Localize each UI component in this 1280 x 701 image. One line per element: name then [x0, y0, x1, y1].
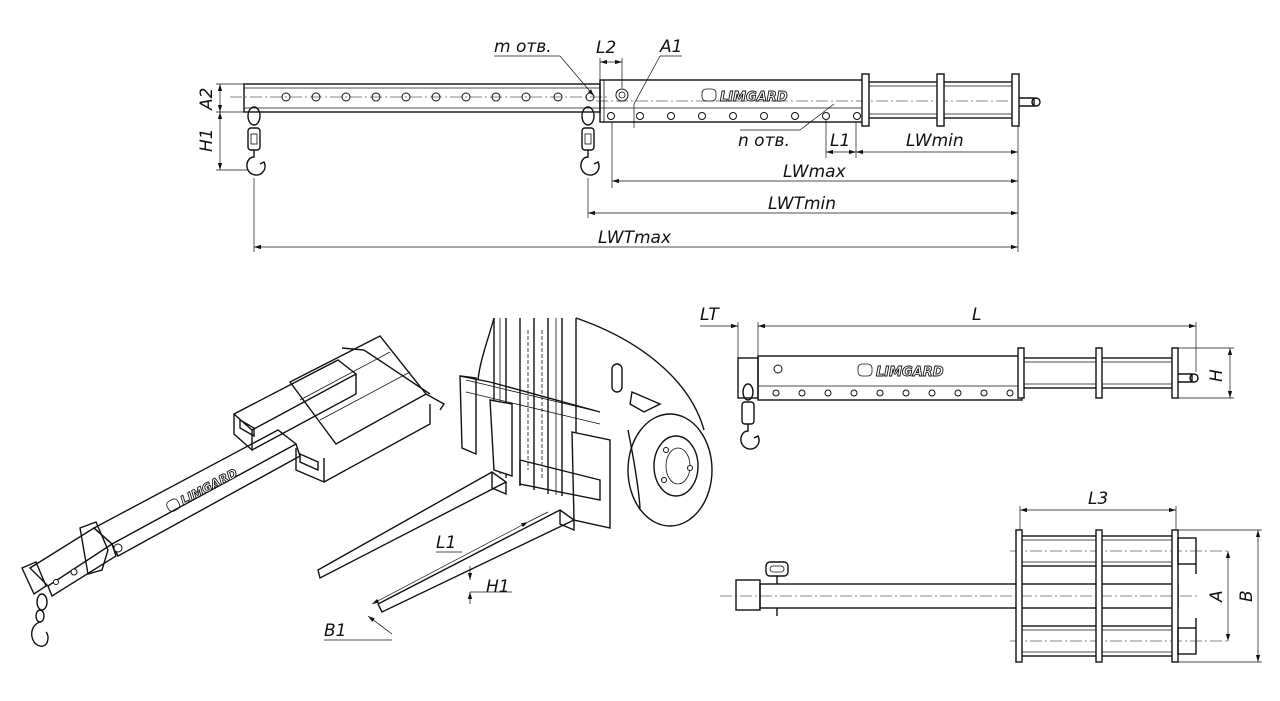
svg-text:LIMGARD: LIMGARD [876, 365, 944, 380]
lock-pin [615, 88, 629, 102]
svg-text:LIMGARD: LIMGARD [720, 90, 788, 105]
label-a: A [1207, 590, 1227, 603]
label-h1-fork: H1 [486, 577, 510, 597]
label-b: B [1237, 590, 1257, 602]
top-view-beam: LIMGARD [230, 73, 1041, 176]
label-n-holes: n отв. [738, 131, 790, 151]
logo-top: LIMGARD [701, 88, 788, 105]
fork-dimensions: L1 H1 B1 [324, 511, 549, 641]
logo-side: LIMGARD [857, 363, 944, 380]
side-view-dimensions: LT L H [700, 305, 1234, 399]
dim-l1-fork [371, 521, 529, 605]
label-lwtmin: LWTmin [768, 194, 836, 214]
forklift-view [317, 317, 713, 613]
label-l: L [972, 305, 981, 325]
label-lt: LT [700, 305, 720, 325]
label-l2: L2 [596, 38, 616, 58]
plan-pockets [1010, 529, 1230, 663]
label-a1: A1 [659, 37, 682, 57]
plan-lug [765, 561, 789, 577]
plan-view-dimensions: L3 A B [1019, 489, 1262, 663]
label-h: H [1207, 369, 1227, 382]
label-b1: B1 [324, 621, 346, 641]
side-view-beam: LIMGARD [737, 347, 1199, 450]
hook-right [580, 106, 600, 176]
logo-iso: LIMGARD [166, 465, 240, 512]
side-holes [772, 389, 1014, 397]
top-view-dimensions: LWTmax LWTmin LWmax LWmin L1 n отв. m от… [197, 37, 1019, 252]
end-lug [1019, 97, 1035, 107]
label-lwmax: LWmax [783, 162, 847, 182]
plan-view-beam [720, 529, 1230, 663]
plan-end [735, 579, 761, 611]
label-l1-fork: L1 [436, 533, 456, 553]
svg-text:LIMGARD: LIMGARD [178, 466, 240, 508]
label-a2: A2 [197, 88, 217, 111]
label-lwmin: LWmin [906, 131, 964, 151]
label-l3: L3 [1088, 489, 1108, 509]
label-l1-top: L1 [830, 131, 850, 151]
label-m-holes: m отв. [494, 37, 552, 57]
label-h1-top: H1 [197, 128, 217, 152]
label-lwtmax: LWTmax [598, 228, 672, 248]
side-end-plate [737, 357, 759, 399]
n-holes-row [607, 112, 861, 120]
hook-left [246, 106, 266, 176]
